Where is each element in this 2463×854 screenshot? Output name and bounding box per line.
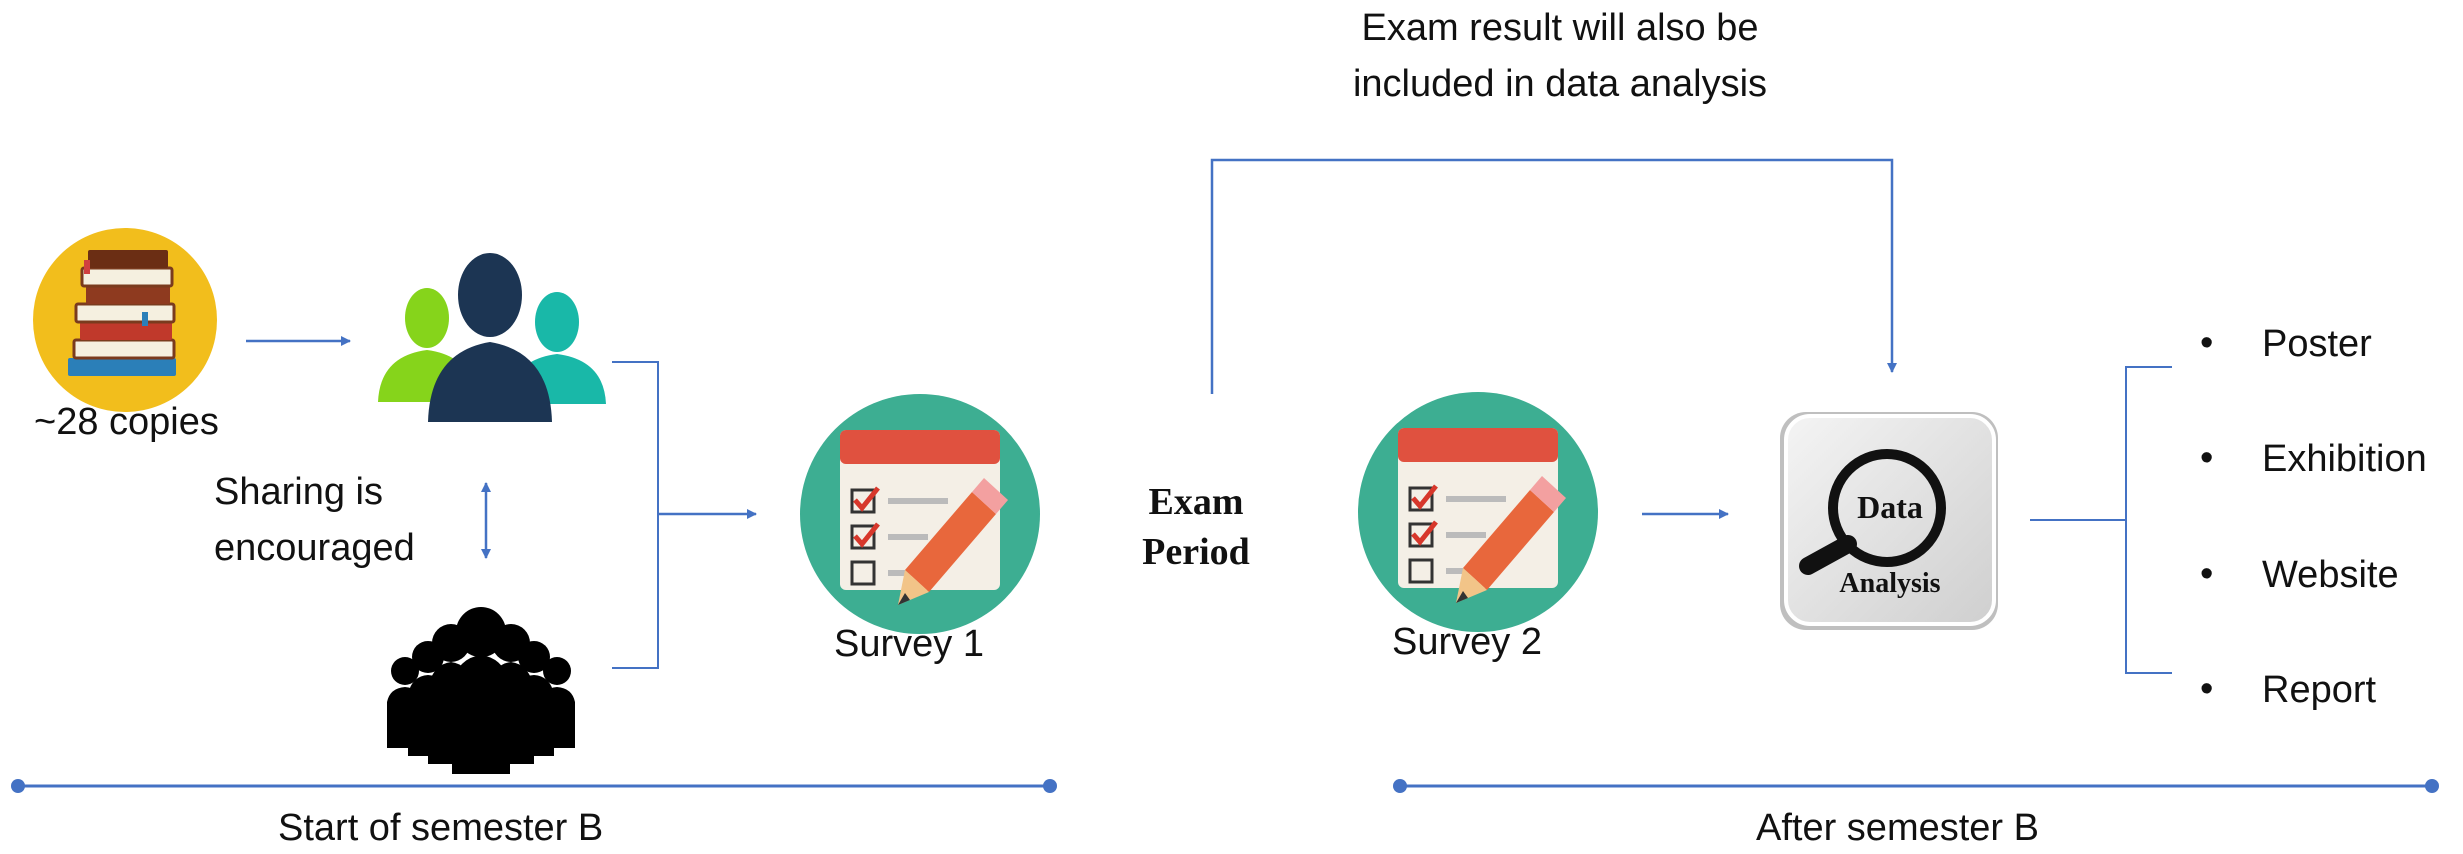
- exam-period-line2: Period: [1142, 531, 1250, 573]
- data-analysis-magnifier-icon: [1780, 412, 1998, 630]
- analysis-word-label: Analysis: [1839, 568, 1940, 599]
- exam-result-arrow: [1210, 158, 1897, 394]
- output-item-exhibition: Exhibition: [2262, 438, 2427, 480]
- copies-label: ~28 copies: [34, 401, 219, 443]
- outputs-bracket: [2125, 366, 2172, 674]
- timeline-start-semester: [11, 779, 1057, 793]
- sharing-label-line1: Sharing is: [214, 471, 383, 513]
- start-semester-label: Start of semester B: [278, 807, 604, 849]
- bullet-dot: •: [2200, 668, 2214, 710]
- bullet-dot: •: [2200, 437, 2214, 479]
- exam-period-line1: Exam: [1148, 481, 1244, 523]
- survey1-label: Survey 1: [834, 623, 984, 665]
- crowd-icon: [387, 607, 575, 774]
- timeline-after-semester: [1393, 779, 2439, 793]
- participants-bracket: [612, 361, 659, 669]
- output-item-poster: Poster: [2262, 323, 2372, 365]
- bullet-dot: •: [2200, 553, 2214, 595]
- exam-note-line1: Exam result will also be: [1361, 7, 1759, 49]
- output-item-website: Website: [2262, 554, 2399, 596]
- bullet-dot: •: [2200, 322, 2214, 364]
- book-stack-icon: [33, 228, 217, 412]
- data-word-label: Data: [1857, 489, 1923, 525]
- exam-note-line2: included in data analysis: [1352, 63, 1768, 105]
- output-item-report: Report: [2262, 669, 2377, 711]
- after-semester-label: After semester B: [1756, 807, 2039, 849]
- survey-checklist-icon-1: [800, 394, 1040, 634]
- survey-checklist-icon-2: [1358, 392, 1598, 632]
- sharing-label-line2: encouraged: [214, 527, 415, 569]
- student-group-icon: [378, 253, 606, 422]
- survey2-label: Survey 2: [1392, 621, 1542, 663]
